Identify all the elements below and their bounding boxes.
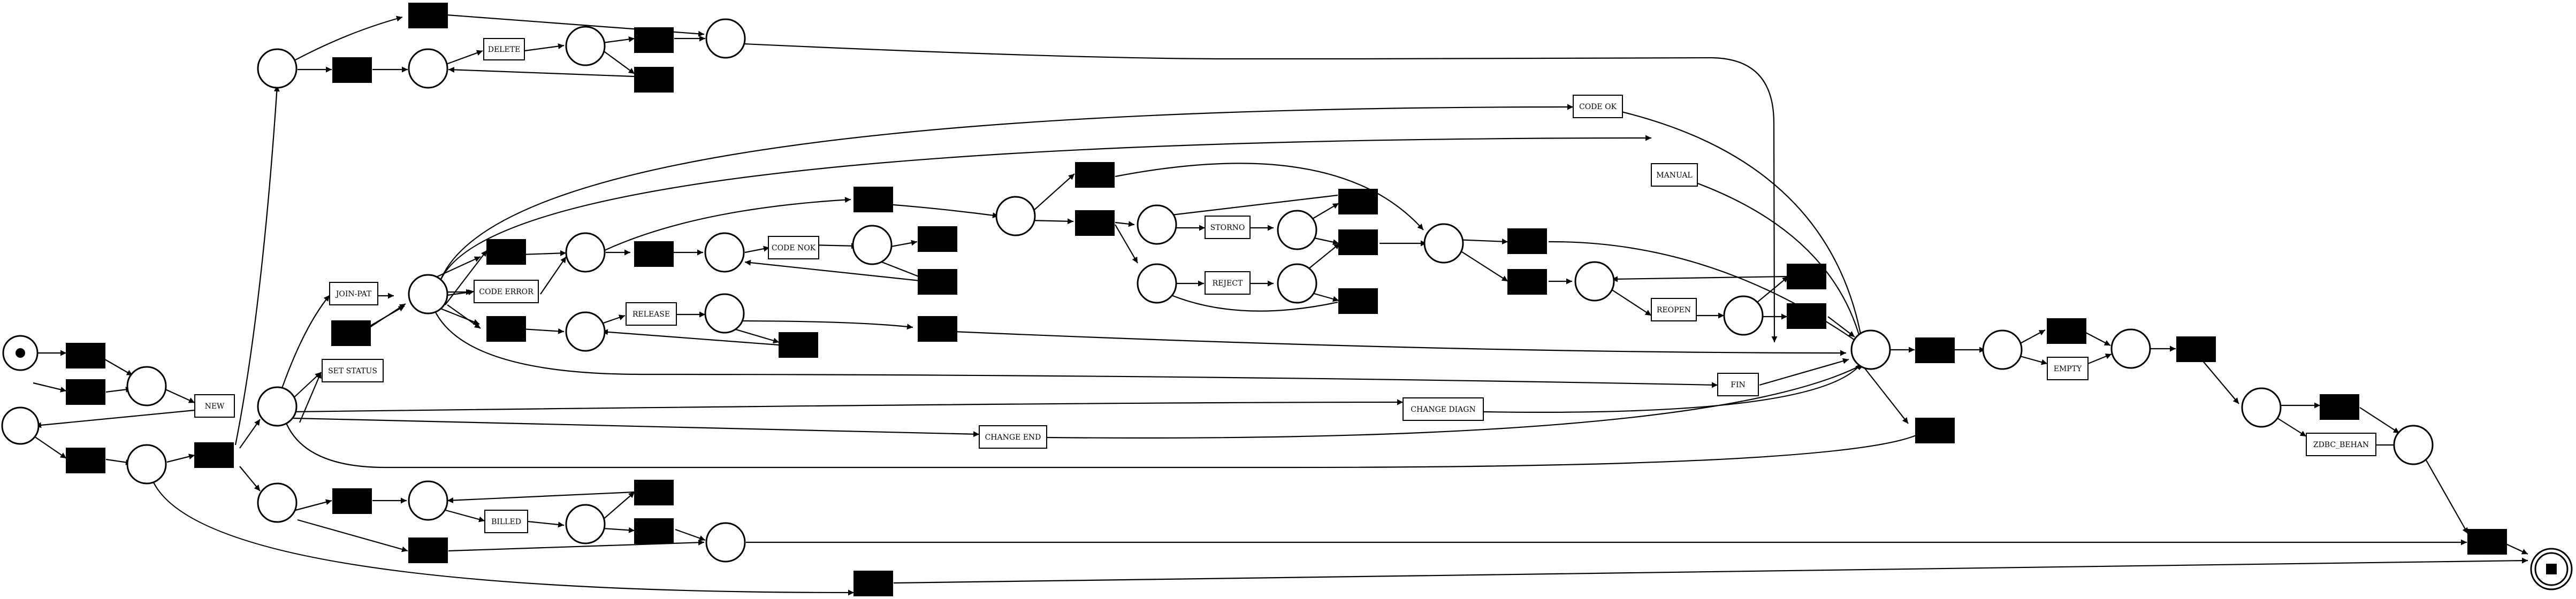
transition-set-status: SET STATUS [322,359,384,382]
svg-text:ZDBC_BEHAN: ZDBC_BEHAN [2313,441,2369,449]
transition-change-diagn: CHANGE DIAGN [1403,397,1484,421]
svg-text:RELEASE: RELEASE [632,310,670,319]
transition-code-ok: CODE OK [1573,95,1623,118]
svg-text:CODE OK: CODE OK [1579,103,1617,111]
svg-text:REJECT: REJECT [1213,279,1243,288]
svg-text:CHANGE DIAGN: CHANGE DIAGN [1411,405,1475,414]
places [1,18,2573,590]
svg-text:JOIN-PAT: JOIN-PAT [335,290,372,298]
labeled-transitions: NEW DELETE CODE OK MANUAL CODE NOK STORN… [194,38,2376,533]
svg-text:CODE ERROR: CODE ERROR [479,288,534,296]
transition-storno: STORNO [1205,216,1251,239]
transition-code-nok: CODE NOK [768,236,819,259]
silent-transitions [66,3,2507,596]
transition-reject: REJECT [1205,271,1251,295]
svg-text:CHANGE END: CHANGE END [985,433,1041,442]
svg-text:FIN: FIN [1731,381,1746,389]
transition-zdbc-behan: ZDBC_BEHAN [2306,433,2376,456]
svg-text:REOPEN: REOPEN [1657,306,1691,314]
svg-text:MANUAL: MANUAL [1656,171,1692,180]
transition-change-end: CHANGE END [979,425,1047,449]
arcs [33,14,2528,596]
svg-text:NEW: NEW [205,402,225,411]
svg-text:CODE NOK: CODE NOK [772,244,816,252]
transition-release: RELEASE [626,302,677,326]
transition-join-pat: JOIN-PAT [329,282,378,305]
svg-text:EMPTY: EMPTY [2054,365,2082,373]
svg-text:SET STATUS: SET STATUS [328,367,377,375]
start-token [16,348,25,358]
transition-new: NEW [194,394,235,418]
transition-fin: FIN [1717,373,1759,396]
transition-delete: DELETE [483,38,525,60]
transition-code-error: CODE ERROR [474,280,539,303]
end-token [2546,564,2557,574]
transition-manual: MANUAL [1651,163,1698,187]
svg-text:BILLED: BILLED [491,518,521,526]
transition-empty: EMPTY [2047,357,2089,380]
svg-text:STORNO: STORNO [1210,224,1245,232]
transition-reopen: REOPEN [1651,298,1697,321]
transition-billed: BILLED [484,510,528,533]
svg-text:DELETE: DELETE [488,45,521,54]
